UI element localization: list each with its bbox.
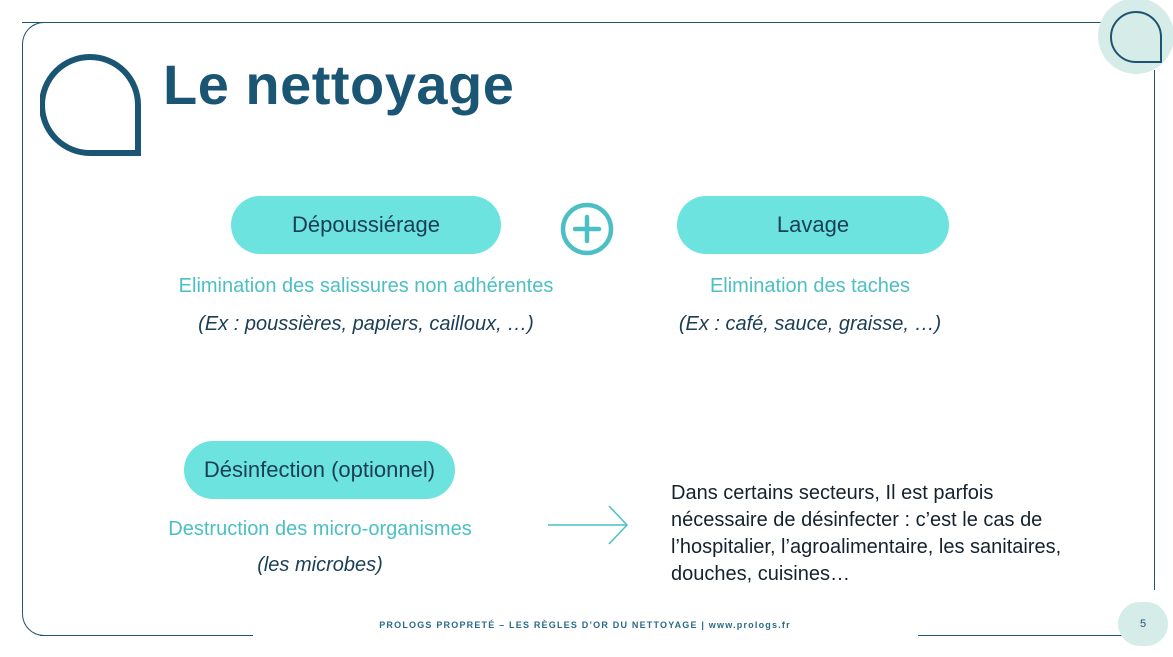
- pill-depoussierage: Dépoussiérage: [231, 196, 501, 254]
- lavage-example: (Ex : café, sauce, graisse, …): [678, 313, 942, 335]
- desinfection-description: Destruction des micro-organismes: [168, 518, 472, 540]
- pill-lavage: Lavage: [677, 196, 949, 254]
- page-title: Le nettoyage: [163, 53, 515, 116]
- desinfection-example: (les microbes): [257, 554, 383, 576]
- depoussierage-example: (Ex : poussières, papiers, cailloux, …): [198, 313, 534, 335]
- pill-desinfection: Désinfection (optionnel): [184, 441, 455, 499]
- lavage-description: Elimination des taches: [709, 275, 911, 297]
- frame-right-line: [1154, 70, 1155, 590]
- frame-bottom-right-line: [918, 635, 1128, 636]
- footer-text: PROLOGS PROPRETÉ – LES RÈGLES D’OR DU NE…: [379, 620, 791, 630]
- drop-logo-icon: [40, 53, 141, 156]
- depoussierage-description: Elimination des salissures non adhérente…: [178, 275, 554, 297]
- plus-icon: [560, 202, 614, 256]
- corner-drop-icon: [1098, 0, 1173, 74]
- arrow-right-icon: [548, 505, 629, 545]
- frame-top-line: [22, 22, 1102, 23]
- frame-bottom-left-line: [40, 635, 253, 636]
- page-number: 5: [1118, 602, 1168, 646]
- disinfection-note: Dans certains secteurs, Il est parfois n…: [671, 482, 1062, 585]
